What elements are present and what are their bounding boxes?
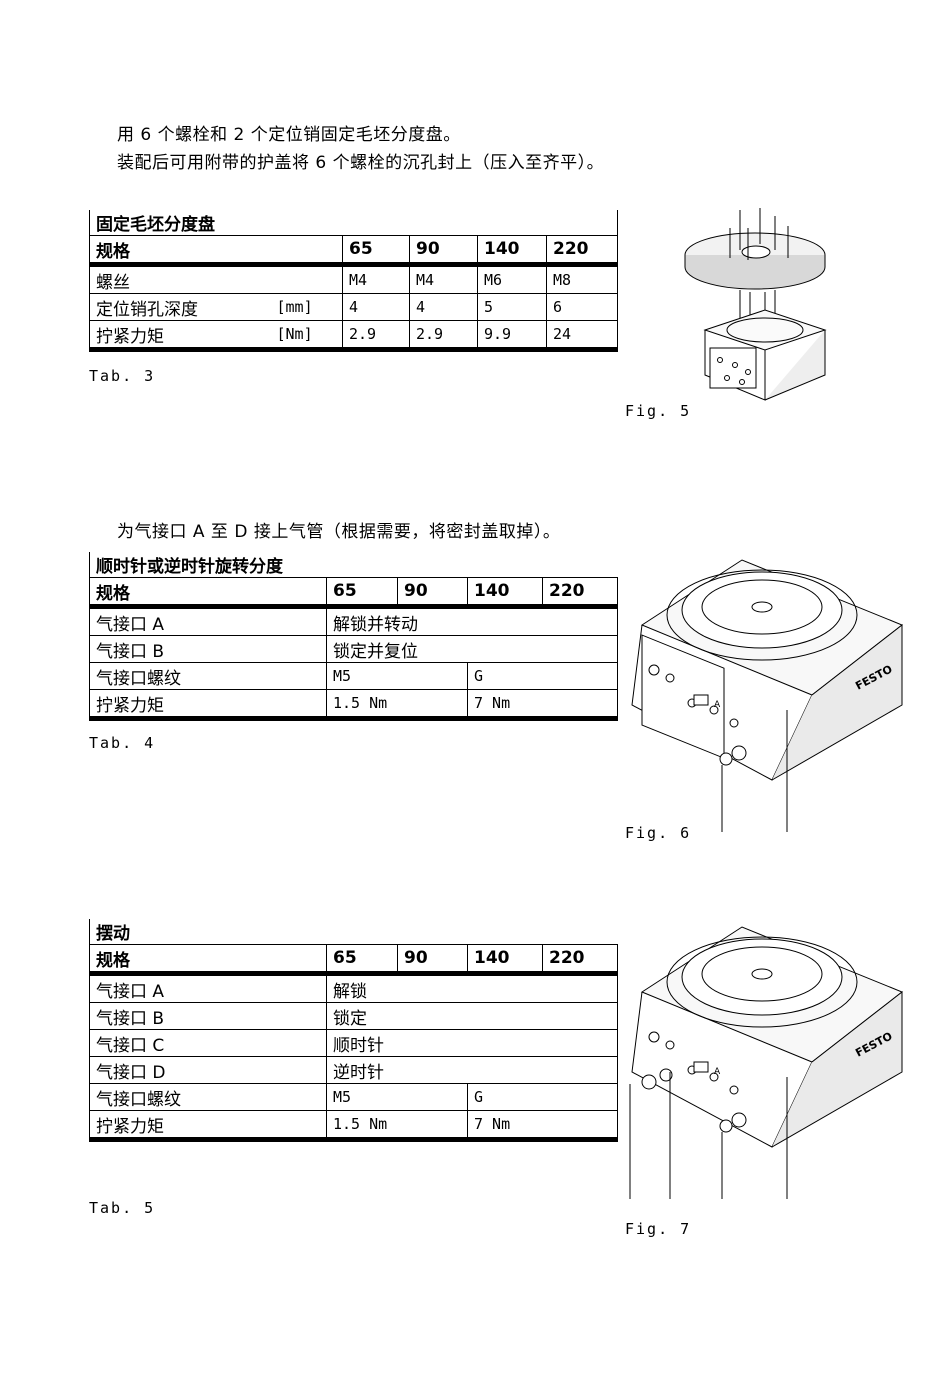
- table-3: 固定毛坯分度盘 规格 65 90 140 220 螺丝 M4 M4 M6 M8 …: [89, 210, 618, 352]
- table-4-header-65: 65: [326, 577, 398, 609]
- row-label: 拧紧力矩: [89, 689, 327, 721]
- table-row: 定位销孔深度 [mm] 4 4 5 6: [89, 293, 618, 321]
- row-label: 气接口 B: [89, 1002, 327, 1030]
- table-3-header-220: 220: [546, 235, 618, 267]
- cell-value: 5: [477, 293, 547, 321]
- cell-value: 解锁并转动: [325, 606, 619, 636]
- table-3-title: 固定毛坯分度盘: [89, 210, 618, 236]
- table-5-caption: Tab. 5: [89, 1199, 156, 1217]
- row-unit: [mm]: [274, 293, 343, 321]
- cell-value: G: [466, 662, 619, 690]
- cell-value: 2.9: [409, 320, 478, 352]
- fig-6-illustration: FESTO A: [631, 559, 903, 832]
- table-4-header-140: 140: [467, 577, 543, 609]
- cell-value: M5: [326, 1083, 468, 1111]
- cell-value: 逆时针: [325, 1056, 619, 1084]
- cell-value: 2.9: [342, 320, 410, 352]
- fig-7-illustration: FESTO A: [629, 926, 903, 1199]
- fig-5-caption: Fig. 5: [625, 402, 692, 420]
- cell-value: 6: [546, 293, 618, 321]
- row-label: 气接口螺纹: [89, 1083, 327, 1111]
- row-label: 螺丝: [89, 264, 275, 294]
- row-label: 气接口 A: [89, 973, 327, 1003]
- row-label: 拧紧力矩: [89, 320, 275, 352]
- table-row: 气接口 B 锁定并复位: [89, 635, 619, 663]
- table-row: 拧紧力矩 1.5 Nm 7 Nm: [89, 689, 619, 721]
- table-row: 气接口螺纹 M5 G: [89, 662, 619, 690]
- row-label: 气接口 A: [89, 606, 327, 636]
- row-label: 气接口螺纹: [89, 662, 327, 690]
- table-row: 螺丝 M4 M4 M6 M8: [89, 264, 618, 294]
- table-5-header-90: 90: [397, 944, 468, 976]
- table-4-caption: Tab. 4: [89, 734, 156, 752]
- table-3-header-65: 65: [342, 235, 410, 267]
- fig-6-port-label: A: [714, 700, 721, 710]
- cell-value: 解锁: [325, 973, 619, 1003]
- cell-value: M4: [342, 264, 410, 294]
- table-row: 气接口 C 顺时针: [89, 1029, 619, 1057]
- table-4-header-90: 90: [397, 577, 468, 609]
- table-4-header-spec: 规格: [89, 577, 327, 609]
- row-unit: [274, 264, 343, 294]
- table-3-header-spec: 规格: [89, 235, 343, 267]
- table-5-header-220: 220: [541, 944, 619, 976]
- cell-value: 锁定: [325, 1002, 619, 1030]
- cell-value: 7 Nm: [466, 1110, 619, 1142]
- table-row: 拧紧力矩 1.5 Nm 7 Nm: [89, 1110, 619, 1142]
- cell-value: 锁定并复位: [325, 635, 619, 663]
- cell-value: M8: [546, 264, 618, 294]
- table-3-header-90: 90: [409, 235, 478, 267]
- cell-value: 1.5 Nm: [326, 1110, 468, 1142]
- cell-value: 顺时针: [325, 1029, 619, 1057]
- table-5-header-65: 65: [326, 944, 398, 976]
- cell-value: 4: [342, 293, 410, 321]
- row-label: 拧紧力矩: [89, 1110, 327, 1142]
- row-label: 定位销孔深度: [89, 293, 275, 321]
- row-label: 气接口 C: [89, 1029, 327, 1057]
- cell-value: M4: [409, 264, 478, 294]
- fig-7-caption: Fig. 7: [625, 1220, 692, 1238]
- intro-line-1: 用 6 个螺栓和 2 个定位销固定毛坯分度盘。: [117, 125, 461, 145]
- cell-value: G: [466, 1083, 619, 1111]
- cell-value: M5: [326, 662, 468, 690]
- table-5-header-140: 140: [467, 944, 543, 976]
- row-unit: [Nm]: [274, 320, 343, 352]
- cell-value: 4: [409, 293, 478, 321]
- row-label: 气接口 B: [89, 635, 327, 663]
- table-3-header-140: 140: [477, 235, 547, 267]
- table-4-header-220: 220: [541, 577, 619, 609]
- table-row: 气接口 B 锁定: [89, 1002, 619, 1030]
- table-row: 气接口 A 解锁并转动: [89, 606, 619, 636]
- cell-value: M6: [477, 264, 547, 294]
- table-row: 气接口螺纹 M5 G: [89, 1083, 619, 1111]
- row-label: 气接口 D: [89, 1056, 327, 1084]
- table-4: 顺时针或逆时针旋转分度 规格 65 90 140 220 气接口 A 解锁并转动…: [88, 552, 619, 721]
- table-3-caption: Tab. 3: [89, 367, 156, 385]
- table-5-header-spec: 规格: [89, 944, 327, 976]
- intro-line-2: 装配后可用附带的护盖将 6 个螺栓的沉孔封上（压入至齐平）。: [117, 153, 605, 173]
- cell-value: 1.5 Nm: [326, 689, 468, 721]
- table-4-title: 顺时针或逆时针旋转分度: [88, 552, 618, 578]
- fig-6-caption: Fig. 6: [625, 824, 692, 842]
- ports-instruction: 为气接口 A 至 D 接上气管（根据需要，将密封盖取掉）。: [117, 522, 561, 542]
- table-5: 摆动 规格 65 90 140 220 气接口 A 解锁 气接口 B 锁定 气接…: [88, 919, 619, 1142]
- cell-value: 24: [546, 320, 618, 352]
- table-5-title: 摆动: [88, 919, 618, 945]
- table-row: 气接口 A 解锁: [89, 973, 619, 1003]
- cell-value: 9.9: [477, 320, 547, 352]
- table-row: 拧紧力矩 [Nm] 2.9 2.9 9.9 24: [89, 320, 618, 352]
- fig-5-illustration: [684, 208, 827, 401]
- cell-value: 7 Nm: [466, 689, 619, 721]
- table-row: 气接口 D 逆时针: [89, 1056, 619, 1084]
- fig-7-port-label: A: [714, 1067, 721, 1077]
